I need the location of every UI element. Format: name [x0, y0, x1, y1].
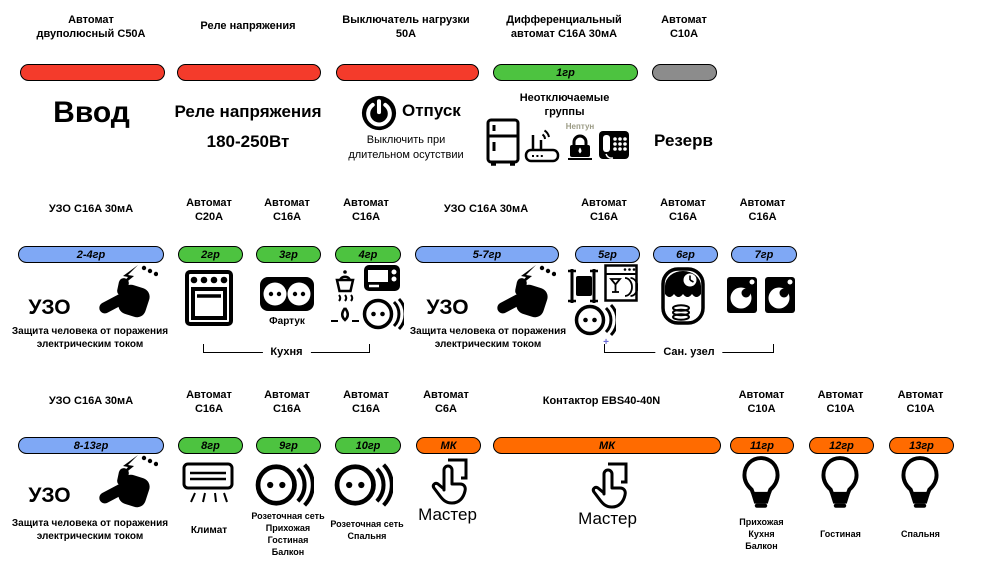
g3-bar: 3гр [256, 246, 321, 263]
socket-icon [252, 458, 314, 512]
uzo2-caption: Защита человека от поражения электрическ… [409, 326, 567, 350]
uzo2-text: УЗО [426, 296, 469, 319]
master-hand-icon [426, 458, 470, 508]
uzo3-text: УЗО [28, 484, 71, 507]
g12-bar: 12гр [809, 437, 874, 454]
m2-label: Контактор EBS40-40N [542, 395, 661, 407]
uzo2-bar: 5-7гр [415, 246, 559, 263]
diff-breaker-label: Дифференциальный автомат C16A 30мА [506, 14, 622, 41]
uzo-hand-icon [490, 262, 556, 324]
g9-label: Автомат C16A [264, 389, 310, 416]
fridge-icon [486, 118, 520, 166]
g8-bar: 8гр [178, 437, 243, 454]
leak-lock-icon [567, 132, 593, 160]
g13-caption: Спальня [901, 529, 940, 539]
reserve-title: Резерв [654, 131, 713, 150]
towel-rail-icon [567, 266, 599, 306]
g8-label: Автомат C16A [186, 389, 232, 416]
kettle-icon [330, 266, 360, 324]
ac-icon [182, 462, 234, 504]
san-bracket: Сан. узел [604, 344, 774, 358]
vacation-note: Выключить при длительном осутствии [348, 134, 464, 161]
g13-label: Автомат C10A [897, 389, 944, 416]
m1-label: Автомат C6A [423, 389, 469, 416]
input-bar [20, 64, 165, 81]
phone-icon [598, 128, 630, 162]
g2-label: Автомат C20A [186, 197, 232, 224]
g13-bar: 13гр [889, 437, 954, 454]
dryer-machine-icon [764, 276, 796, 314]
g4-label: Автомат C16A [343, 197, 389, 224]
g5-bar: 5гр [575, 246, 640, 263]
g11-bar: 11гр [730, 437, 794, 454]
g7-bar: 7гр [731, 246, 797, 263]
kitchen-bracket-label: Кухня [262, 346, 311, 358]
uzo1-text: УЗО [28, 296, 71, 319]
uzo3-bar: 8-13гр [18, 437, 164, 454]
router-icon [524, 129, 560, 163]
reserve-bar [652, 64, 717, 81]
uzo-hand-icon [92, 262, 158, 324]
uzo1-label: УЗО C16A 30мА [48, 203, 134, 215]
g8-caption: Климат [190, 525, 228, 536]
relay-breaker-label: Реле напряжения [200, 20, 296, 32]
vacation-title: Отпуск [402, 101, 461, 120]
g6-bar: 6гр [653, 246, 718, 263]
reserve-breaker-label: Автомат C10A [661, 14, 707, 41]
m1-bar: МК [416, 437, 481, 454]
g3-caption: Фартук [269, 316, 305, 327]
g10-label: Автомат C16A [343, 389, 389, 416]
group1-bar: 1гр [493, 64, 638, 81]
uzo3-caption: Защита человека от поражения электрическ… [11, 518, 169, 542]
g2-bar: 2гр [178, 246, 243, 263]
g3-label: Автомат C16A [264, 197, 310, 224]
g12-caption: Гостиная [820, 529, 861, 539]
g12-label: Автомат C10A [817, 389, 864, 416]
socket-icon [574, 300, 616, 340]
nonswitchable-title: Неотключаемые группы [519, 92, 610, 119]
input-breaker-label: Автомат двуполюсный C50A [36, 14, 146, 41]
uzo1-bar: 2-4гр [18, 246, 164, 263]
bulb-icon [898, 456, 942, 514]
washing-machine-icon [726, 276, 758, 314]
g9-bar: 9гр [256, 437, 321, 454]
neptun-label: Нептун [565, 122, 595, 131]
g6-label: Автомат C16A [660, 197, 706, 224]
bulb-icon [818, 456, 862, 514]
plus-note: + [603, 337, 609, 348]
uzo-hand-icon [92, 452, 158, 514]
socket-icon [331, 458, 393, 512]
g7-label: Автомат C16A [739, 197, 786, 224]
uzo3-label: УЗО C16A 30мА [48, 395, 134, 407]
relay-bar [177, 64, 321, 81]
dishwasher-icon [604, 264, 638, 302]
g5-label: Автомат C16A [581, 197, 627, 224]
m2-caption: Мастер [578, 509, 637, 528]
boiler-icon [660, 266, 706, 326]
input-title: Ввод [53, 96, 130, 129]
oven-icon [185, 270, 233, 326]
m2-bar: МК [493, 437, 721, 454]
san-bracket-label: Сан. узел [655, 346, 723, 358]
bulb-icon [739, 456, 783, 514]
kitchen-bracket: Кухня [203, 344, 370, 358]
uzo1-caption: Защита человека от поражения электрическ… [11, 326, 169, 350]
g11-caption: Прихожая Кухня Балкон [739, 517, 784, 552]
g9-caption: Розеточная сеть Прихожая Гостиная Балкон [251, 511, 325, 558]
m1-caption: Мастер [418, 505, 477, 524]
g10-bar: 10гр [335, 437, 401, 454]
g4-bar: 4гр [335, 246, 401, 263]
load-switch-bar [336, 64, 479, 81]
uzo2-label: УЗО C16A 30мА [443, 203, 529, 215]
double-outlet-icon [259, 276, 315, 312]
master-hand-icon [586, 462, 630, 512]
g10-caption: Розеточная сеть Спальня [330, 519, 404, 542]
load-switch-label: Выключатель нагрузки 50A [342, 14, 470, 41]
socket-icon [362, 294, 404, 334]
relay-title: Реле напряжения 180-250Вт [174, 102, 322, 151]
microwave-icon [363, 264, 401, 292]
power-icon [361, 95, 397, 131]
g11-label: Автомат C10A [738, 389, 785, 416]
